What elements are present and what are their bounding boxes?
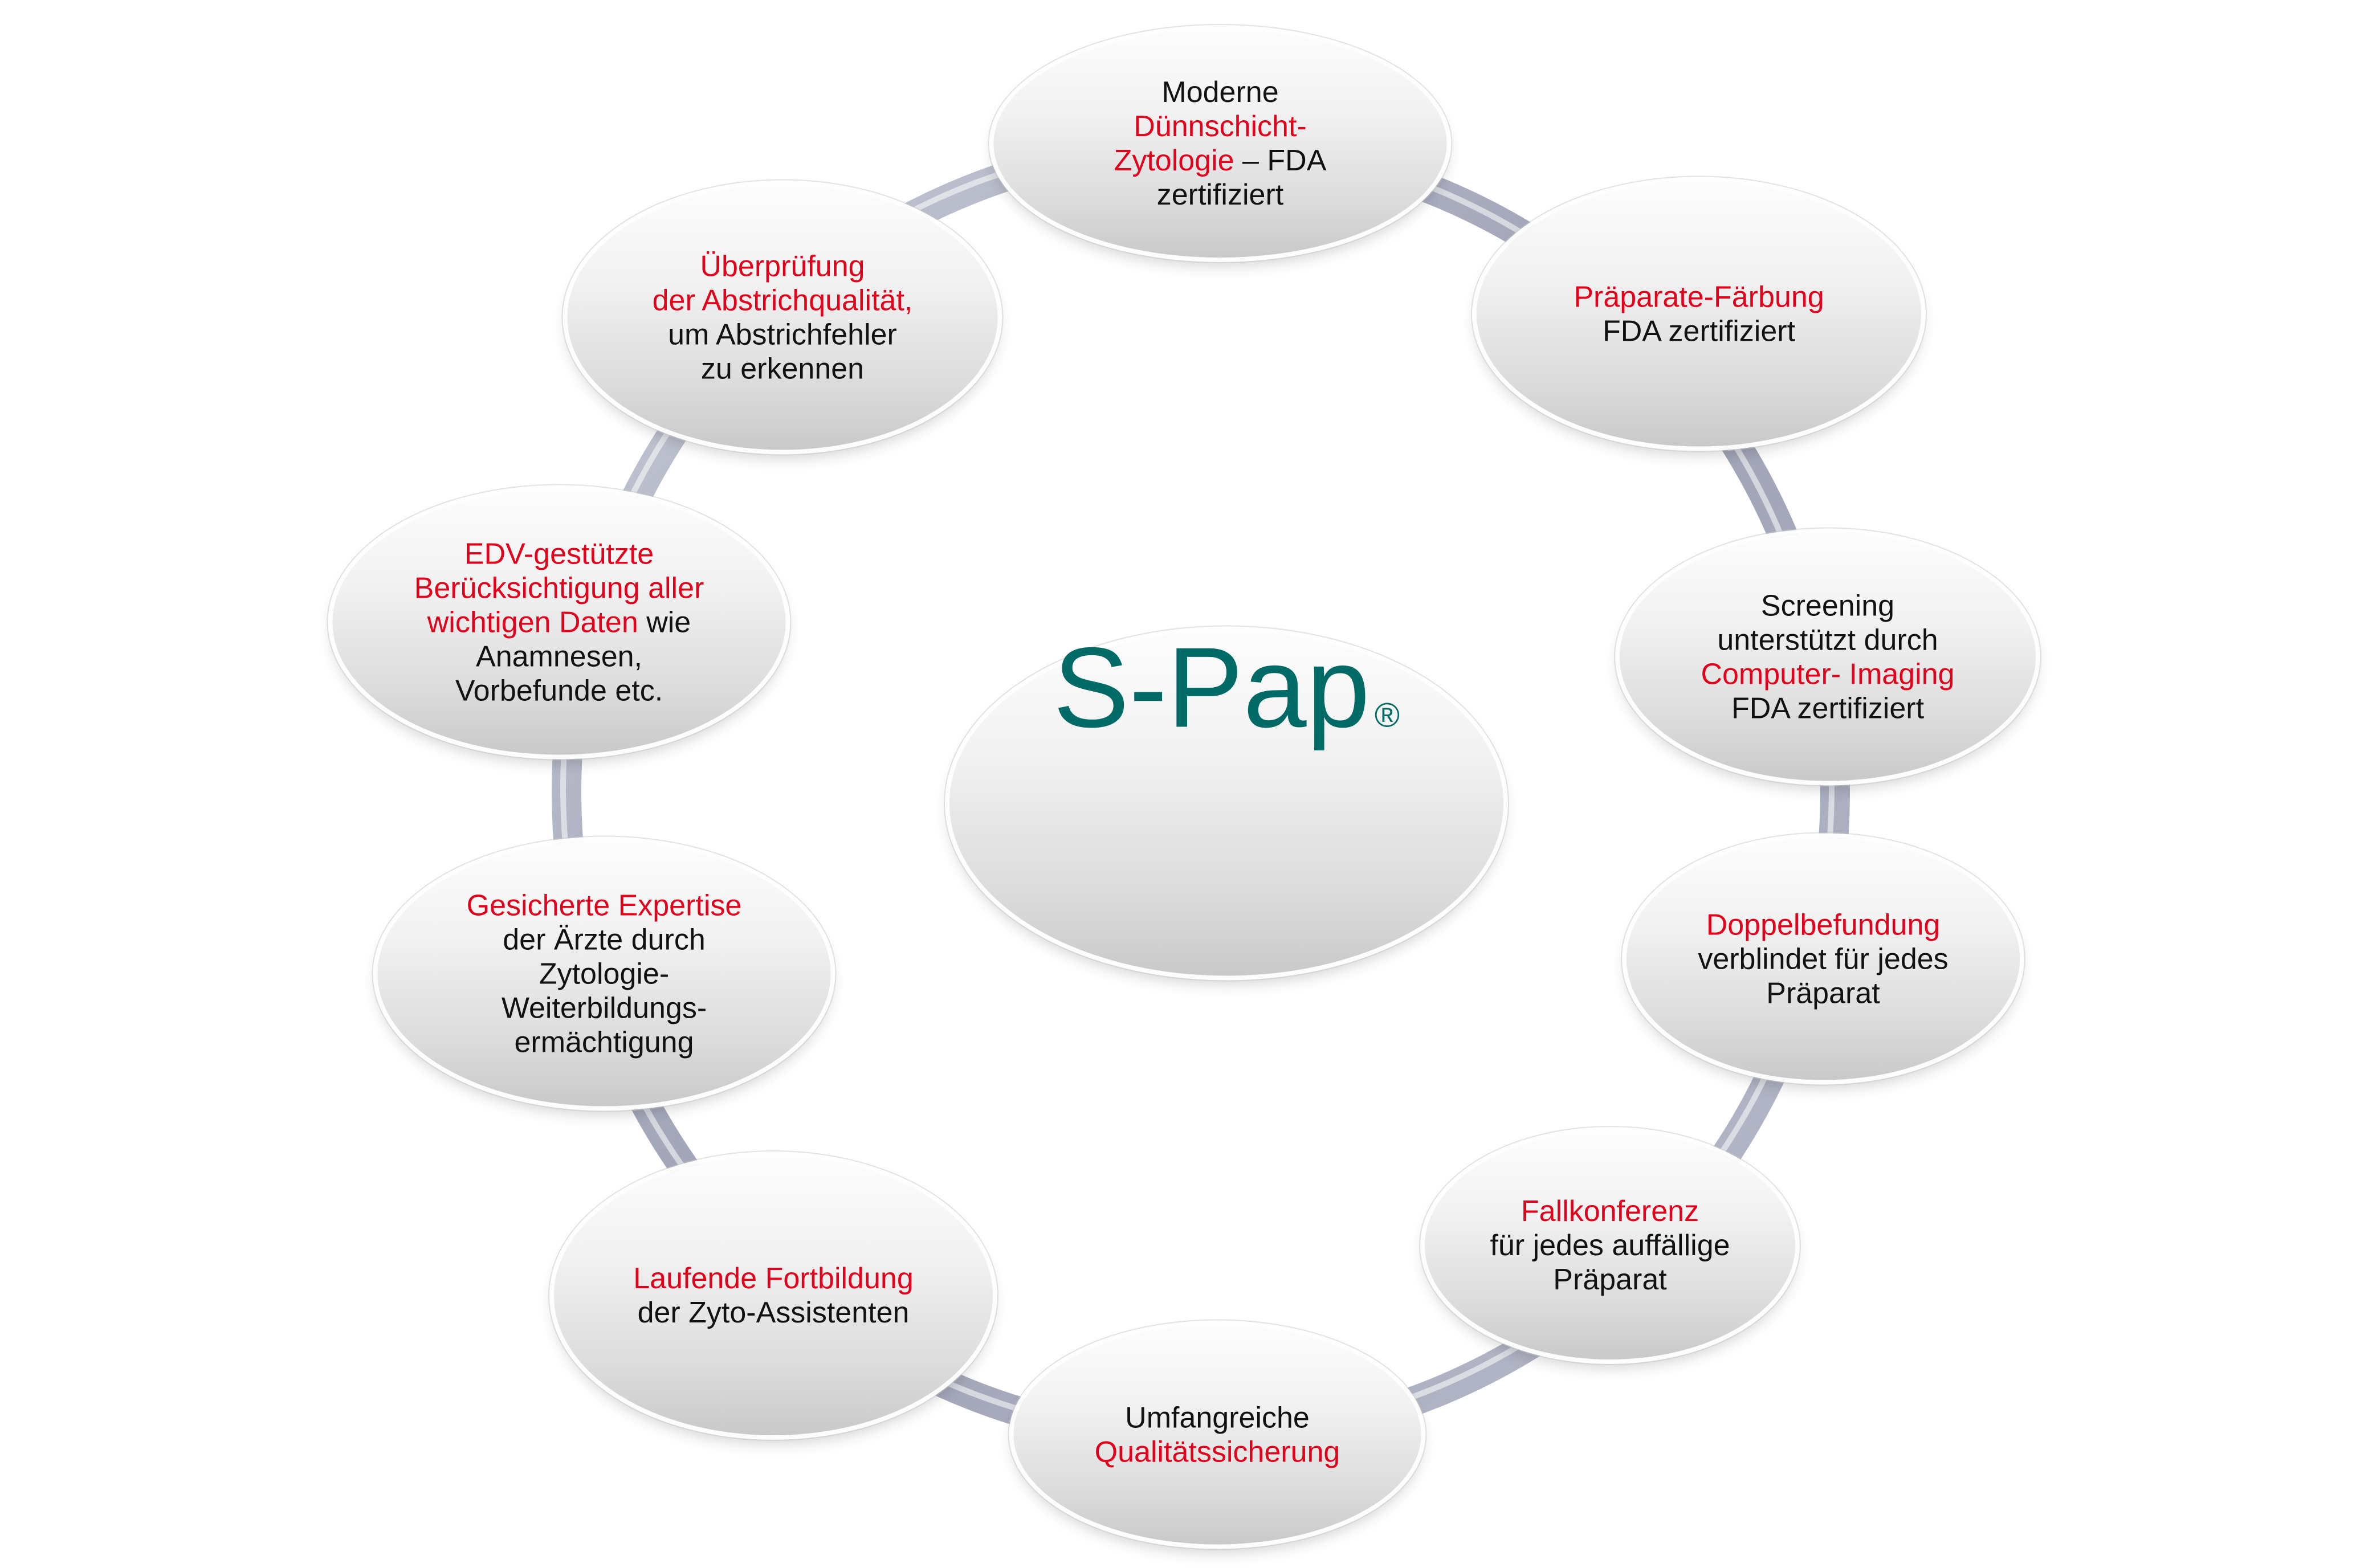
highlighted-text: Gesicherte Expertise [466, 889, 742, 922]
node-text-line: Screening [1761, 589, 1894, 623]
node-text-line: Umfangreiche [1125, 1400, 1310, 1435]
highlighted-text: EDV-gestützte [464, 537, 654, 570]
highlighted-text: Dünnschicht- [1134, 110, 1307, 143]
registered-mark: ® [1374, 696, 1400, 734]
node-text-line: ermächtigung [514, 1025, 694, 1059]
highlighted-text: Präparate-Färbung [1574, 280, 1824, 313]
node-text-line: Zytologie- [539, 957, 669, 991]
text: – FDA [1234, 144, 1327, 177]
node-text-line: für jedes auffällige [1490, 1228, 1730, 1263]
text: Zytologie- [539, 957, 670, 990]
node-text-line: Gesicherte Expertise [467, 888, 742, 922]
node-text-line: FDA zertifiziert [1731, 691, 1924, 725]
node-text-line: Dünnschicht- [1134, 109, 1306, 144]
node-text-line: Computer- Imaging [1701, 657, 1954, 691]
text: Weiterbildungs- [501, 991, 707, 1024]
text: für jedes auffällige [1490, 1229, 1730, 1262]
node-text-line: unterstützt durch [1717, 623, 1938, 657]
node-text-line: Präparat [1553, 1263, 1666, 1297]
highlighted-text: der Abstrichqualität, [652, 284, 913, 317]
node-text-line: Fallkonferenz [1521, 1194, 1699, 1228]
node-text-line: wichtigen Daten wie [427, 605, 691, 639]
text: um Abstrichfehler [668, 318, 897, 351]
text: Präparat [1553, 1263, 1667, 1296]
node-text-line: Anamnesen, [476, 639, 642, 673]
highlighted-text: Zytologie [1114, 144, 1234, 177]
node-text-line: Moderne [1161, 75, 1278, 109]
node-text-line: Überprüfung [700, 249, 865, 283]
node-text-line: Präparate-Färbung [1574, 280, 1824, 314]
text: Präparat [1766, 977, 1880, 1010]
text: ermächtigung [514, 1026, 694, 1059]
node-text-line: Vorbefunde etc. [455, 673, 663, 708]
text: unterstützt durch [1717, 623, 1938, 656]
text: Umfangreiche [1125, 1401, 1310, 1434]
text: der Ärzte durch [503, 923, 706, 956]
text: Moderne [1161, 76, 1279, 109]
node-text-line: der Abstrichqualität, [653, 283, 913, 317]
text: Anamnesen, [476, 640, 642, 673]
text: der Zyto-Assistenten [637, 1296, 910, 1329]
text: verblindet für jedes [1698, 942, 1949, 975]
highlighted-text: Doppelbefundung [1706, 908, 1941, 941]
node-text-line: Qualitätssicherung [1095, 1435, 1340, 1469]
text: zu erkennen [700, 352, 865, 385]
s-pap-title: S-Pap [1053, 624, 1370, 752]
highlighted-text: Fallkonferenz [1521, 1195, 1699, 1228]
highlighted-text: Überprüfung [700, 250, 865, 283]
text: Screening [1760, 589, 1895, 622]
node-text-line: Berücksichtigung aller [414, 571, 704, 605]
node-text-line: Laufende Fortbildung [633, 1261, 914, 1296]
highlighted-text: Computer- Imaging [1701, 658, 1955, 691]
node-text-line: um Abstrichfehler [668, 317, 897, 352]
node-text-line: zertifiziert [1157, 178, 1283, 212]
highlighted-text: Berücksichtigung aller [414, 571, 704, 605]
highlighted-text: Qualitätssicherung [1094, 1435, 1340, 1468]
text: FDA zertifiziert [1731, 692, 1925, 725]
center-node-s-pap: S-Pap ® [949, 631, 1503, 976]
node-text-line: der Ärzte durch [503, 922, 706, 957]
text: Vorbefunde etc. [455, 674, 663, 707]
node-text-line: Doppelbefundung [1706, 908, 1941, 942]
node-text-line: EDV-gestützte [464, 537, 654, 571]
node-text-line: Zytologie – FDA [1114, 144, 1327, 178]
highlighted-text: Laufende Fortbildung [633, 1262, 914, 1295]
node-text-line: Präparat [1766, 976, 1880, 1010]
highlighted-text: wichtigen Daten [427, 606, 638, 639]
node-text-line: Weiterbildungs- [502, 991, 707, 1025]
text: zertifiziert [1156, 178, 1284, 211]
node-text-line: der Zyto-Assistenten [638, 1296, 910, 1330]
node-text-line: FDA zertifiziert [1603, 314, 1795, 348]
node-text-line: verblindet für jedes [1698, 942, 1948, 976]
text: FDA zertifiziert [1602, 315, 1796, 348]
text: wie [638, 606, 691, 639]
node-text-line: zu erkennen [701, 352, 864, 386]
